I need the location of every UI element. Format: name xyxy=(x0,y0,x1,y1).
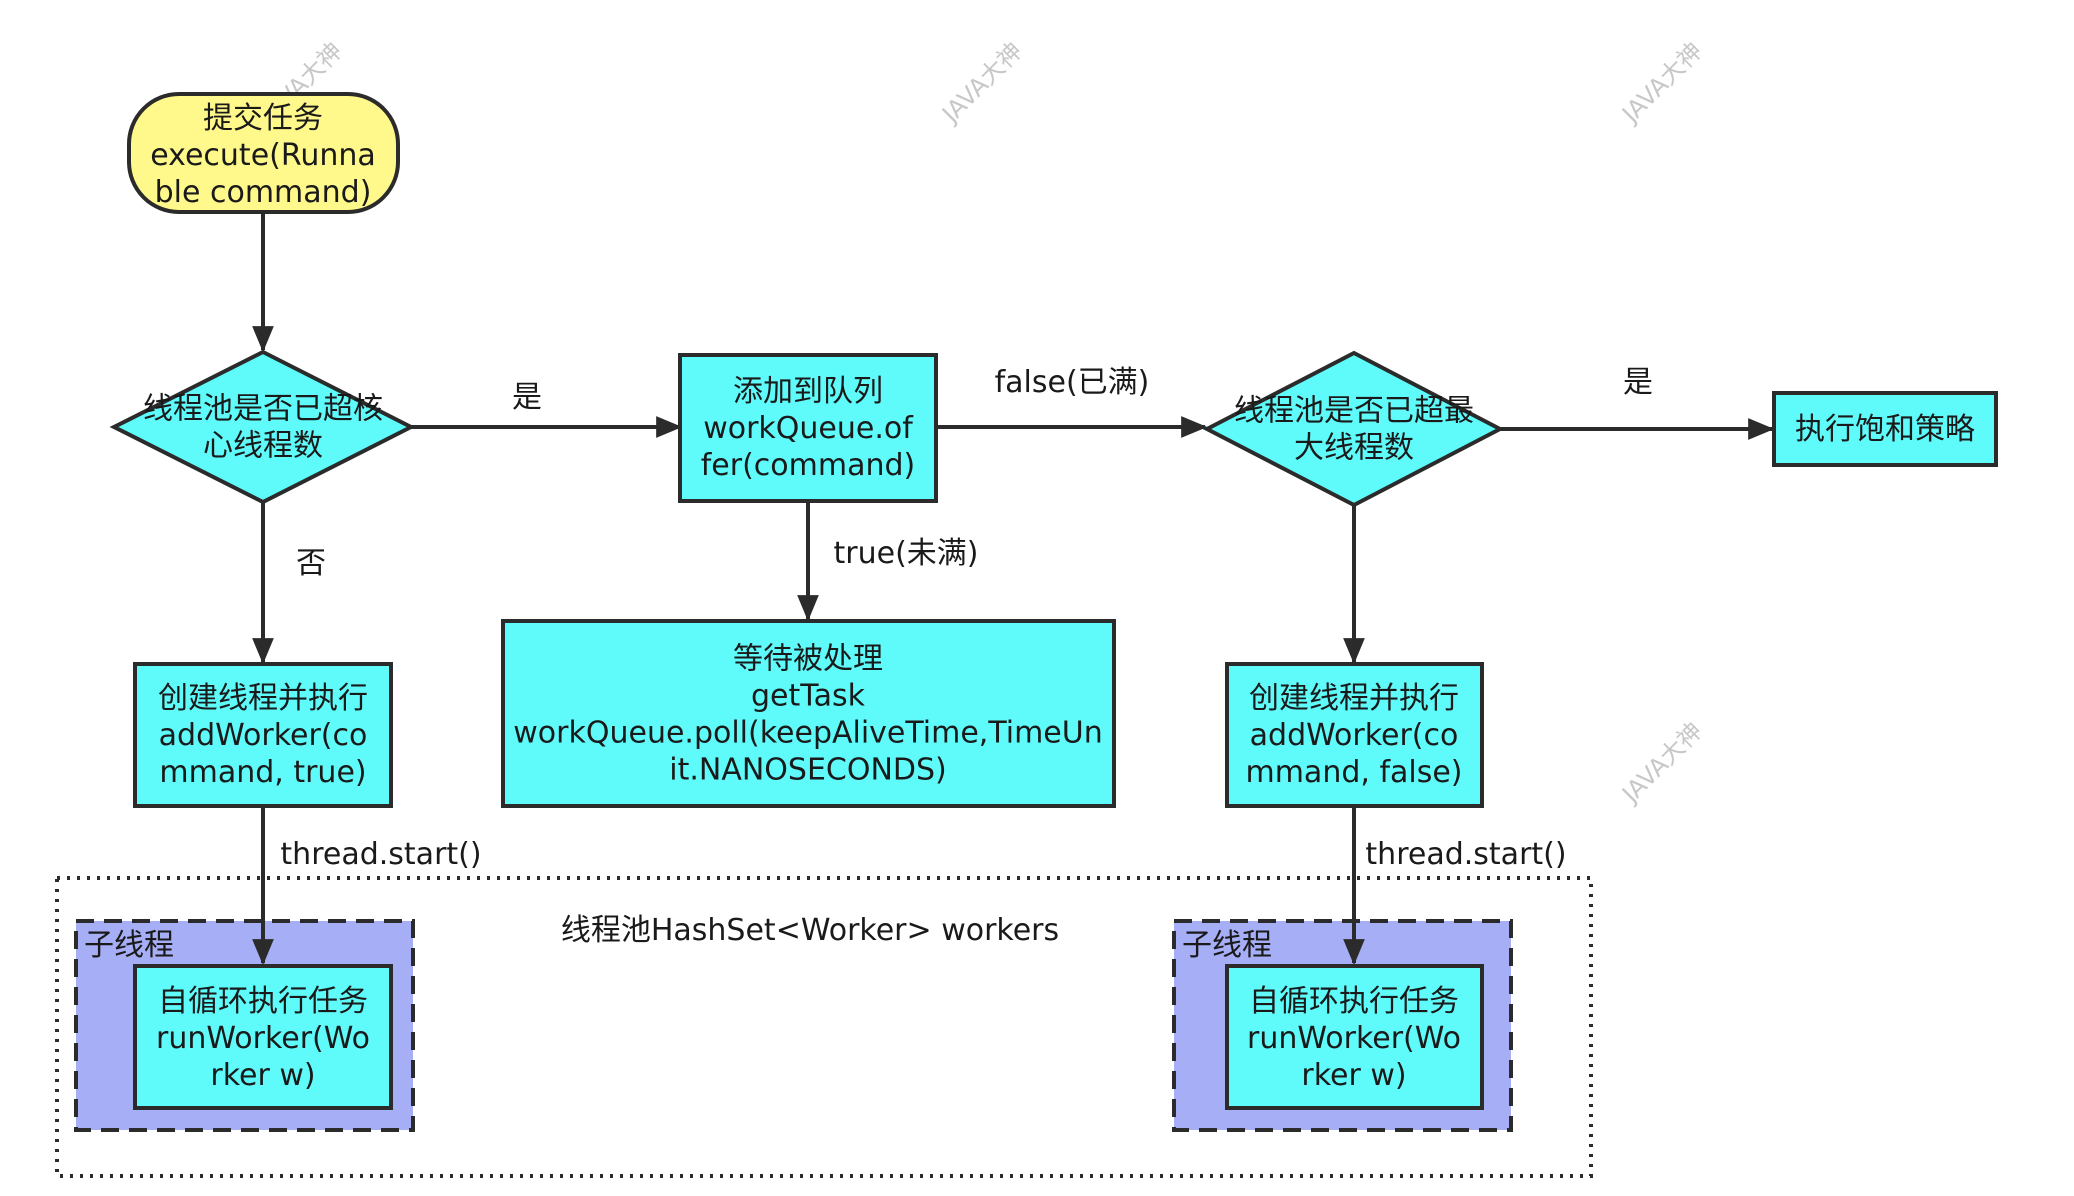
node-text-line: getTask xyxy=(751,679,866,714)
watermark-text: JAVA大神 xyxy=(1615,37,1708,130)
edge-label-queue-true: true(未满) xyxy=(834,536,979,571)
node-text-line: 自循环执行任务 xyxy=(158,984,368,1019)
node-text-line: addWorker(co xyxy=(1250,718,1459,753)
reject-policy-text: 执行饱和策略 xyxy=(1795,412,1975,447)
node-text-line: mmand, true) xyxy=(159,755,366,790)
sub-thread-label-right: 子线程 xyxy=(1182,928,1272,963)
node-text-line: runWorker(Wo xyxy=(156,1021,370,1056)
node-text-line: 创建线程并执行 xyxy=(1249,681,1459,716)
node-text-line: 添加到队列 xyxy=(733,374,883,409)
node-text-line: 线程池是否已超核 xyxy=(143,392,383,427)
node-text-line: 创建线程并执行 xyxy=(158,681,368,716)
sub-thread-label-left: 子线程 xyxy=(84,928,174,963)
node-text-line: 等待被处理 xyxy=(733,642,883,677)
run-worker-node-right xyxy=(1225,964,1484,1110)
edge-label-max-yes: 是 xyxy=(1623,365,1653,400)
edge-label-core-no: 否 xyxy=(296,546,326,581)
node-text-line: rker w) xyxy=(1301,1058,1406,1093)
node-text-line: 大线程数 xyxy=(1294,431,1414,466)
submit-task-node xyxy=(127,92,400,214)
node-text-line: addWorker(co xyxy=(159,718,368,753)
core-thread-check-text: 线程池是否已超核心线程数 xyxy=(143,392,383,464)
node-text-line: 心线程数 xyxy=(203,429,323,464)
node-text-line: workQueue.of xyxy=(703,411,914,446)
node-text-line: workQueue.poll(keepAliveTime,TimeUn xyxy=(513,716,1102,751)
node-text-line: 自循环执行任务 xyxy=(1249,984,1459,1019)
thread-pool-container xyxy=(55,876,1593,1178)
watermark-text: JAVA大神 xyxy=(935,37,1028,130)
add-to-queue-node xyxy=(678,353,938,503)
create-max-worker-node xyxy=(1225,662,1484,808)
edge-label-core-yes: 是 xyxy=(512,380,542,415)
edge-label-thread-start-right: thread.start() xyxy=(1365,837,1566,872)
node-text-line: it.NANOSECONDS) xyxy=(669,753,947,788)
run-worker-node-left xyxy=(133,964,393,1110)
node-text-line: 线程池是否已超最 xyxy=(1234,394,1474,429)
node-text-line: execute(Runna xyxy=(150,138,376,173)
max-thread-check-node xyxy=(1202,350,1505,508)
watermark-text: JAVA大神 xyxy=(1615,717,1708,810)
node-text-line: fer(command) xyxy=(701,448,916,483)
node-text-line: rker w) xyxy=(210,1058,315,1093)
core-thread-check-node xyxy=(109,349,416,505)
create-core-worker-node xyxy=(133,662,393,808)
edge-label-thread-start-left: thread.start() xyxy=(280,837,481,872)
edge-label-queue-false: false(已满) xyxy=(995,365,1150,400)
reject-policy-node xyxy=(1772,391,1998,467)
node-text-line: 执行饱和策略 xyxy=(1795,412,1975,447)
node-text-line: mmand, false) xyxy=(1245,755,1462,790)
node-text-line: ble command) xyxy=(155,175,372,210)
max-thread-check-text: 线程池是否已超最大线程数 xyxy=(1234,394,1474,466)
wait-process-node xyxy=(501,619,1116,808)
node-text-line: runWorker(Wo xyxy=(1247,1021,1461,1056)
node-text-line: 提交任务 xyxy=(203,101,323,136)
thread-pool-label: 线程池HashSet<Worker> workers xyxy=(561,913,1059,948)
